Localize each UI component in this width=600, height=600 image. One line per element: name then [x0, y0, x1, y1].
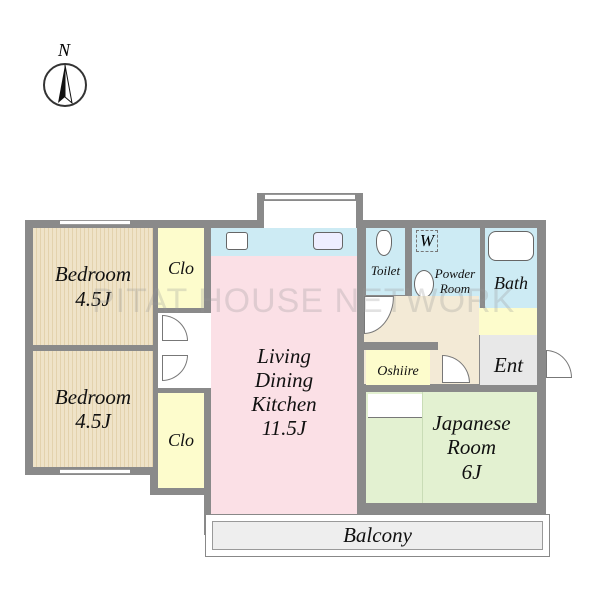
- sink-icon: [313, 232, 343, 250]
- oshiire-label: Oshiire: [377, 363, 419, 379]
- japanese-room-line1: Japanese: [432, 411, 511, 436]
- toilet-label: Toilet: [370, 263, 401, 279]
- compass-icon: [43, 63, 87, 107]
- shoe-storage: [479, 308, 537, 335]
- bedroom-1: Bedroom 4.5J: [33, 228, 153, 345]
- powder-room-line1: Powder: [434, 266, 476, 282]
- toilet-icon: [376, 230, 392, 256]
- compass-north-label: N: [58, 40, 71, 60]
- japanese-room-line2: Room: [447, 435, 496, 460]
- closet-2-label: Clo: [167, 430, 194, 451]
- closet-1: Clo: [158, 228, 204, 308]
- entrance-label: Ent: [493, 352, 524, 377]
- window: [60, 469, 130, 474]
- entrance-door[interactable]: [546, 350, 572, 378]
- balcony-label: Balcony: [343, 523, 412, 548]
- bedroom-2-name: Bedroom: [54, 384, 132, 409]
- stove-icon: [226, 232, 248, 250]
- sliding-door: [368, 394, 422, 418]
- ldk-line2: Dining: [254, 367, 314, 392]
- bedroom-2: Bedroom 4.5J: [33, 351, 153, 467]
- closet-1-label: Clo: [167, 257, 194, 278]
- kitchen-alcove: [264, 201, 356, 229]
- ldk-size: 11.5J: [261, 416, 307, 441]
- washer-label: W: [416, 230, 438, 252]
- bedroom-1-name: Bedroom: [54, 262, 132, 287]
- powder-room-line2: Room: [439, 281, 471, 296]
- toilet: Toilet: [366, 228, 405, 295]
- bath-label: Bath: [494, 272, 528, 293]
- living-dining-kitchen: Living Dining Kitchen 11.5J: [211, 256, 357, 528]
- closet-2: Clo: [158, 393, 204, 488]
- ldk-line1: Living: [257, 343, 311, 368]
- bathtub-icon: [488, 231, 534, 261]
- japanese-room-size: 6J: [461, 459, 482, 484]
- window: [265, 194, 355, 200]
- bedroom-2-size: 4.5J: [75, 409, 111, 433]
- wall-japanese-top: [358, 385, 546, 392]
- bedroom-1-size: 4.5J: [75, 286, 111, 311]
- window: [60, 220, 130, 225]
- watermark: PITAT HOUSE NETWORK: [92, 282, 516, 320]
- ldk-line3: Kitchen: [251, 392, 317, 416]
- wall-oshiire: [358, 342, 438, 350]
- balcony: Balcony: [205, 514, 550, 557]
